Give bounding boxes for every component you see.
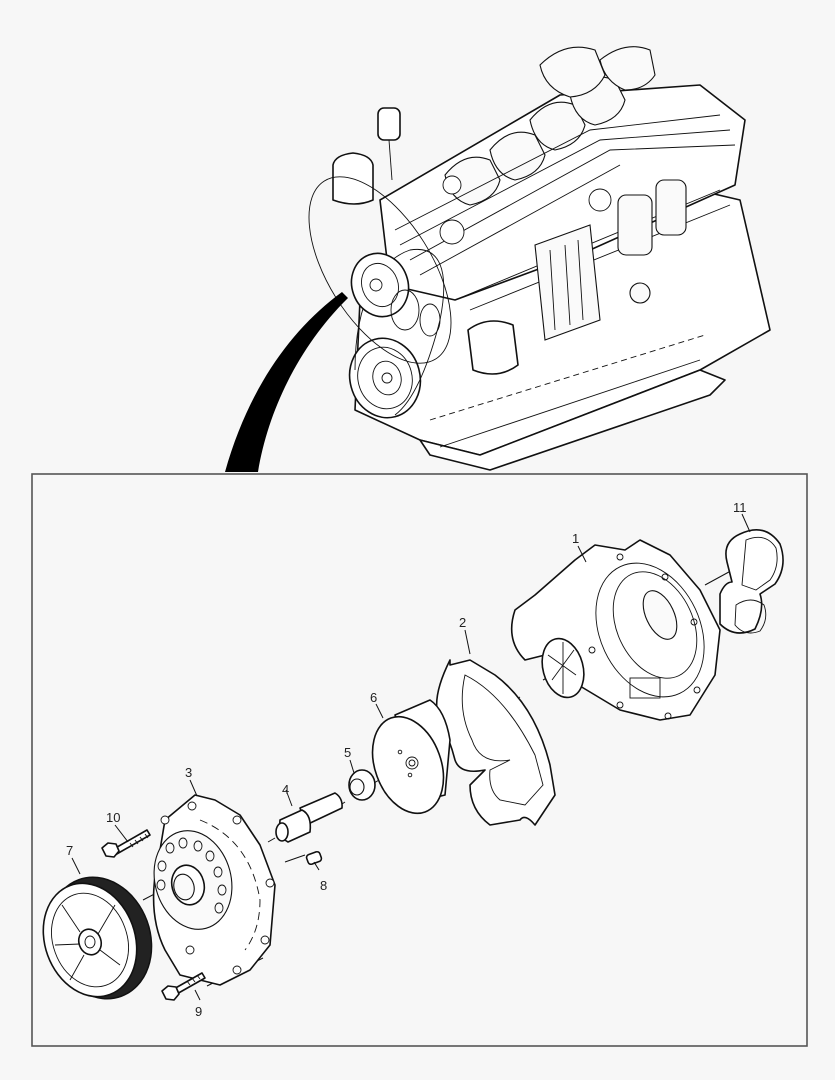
detail-pointer bbox=[225, 292, 348, 472]
part-9-lower-bolt bbox=[161, 972, 206, 1001]
callout-2: 2 bbox=[459, 615, 466, 630]
part-4-shaft-bearing bbox=[275, 792, 343, 843]
part-6-impeller bbox=[371, 699, 451, 815]
part-5-seal bbox=[348, 769, 376, 801]
part-11-seal-gasket bbox=[719, 528, 784, 634]
callout-3: 3 bbox=[185, 765, 192, 780]
part-8-dowel-pin bbox=[305, 850, 323, 866]
callout-leaders bbox=[71, 513, 751, 1001]
callout-5: 5 bbox=[344, 745, 351, 760]
part-1-pump-housing bbox=[510, 539, 721, 721]
callout-labels: 1 2 3 4 5 6 7 8 9 10 11 bbox=[66, 500, 747, 1019]
callout-11: 11 bbox=[733, 500, 747, 515]
callout-8: 8 bbox=[320, 878, 327, 893]
callout-7: 7 bbox=[66, 843, 73, 858]
callout-6: 6 bbox=[370, 690, 377, 705]
engine-overview bbox=[308, 46, 771, 471]
part-10-upper-bolt bbox=[101, 829, 151, 858]
callout-9: 9 bbox=[195, 1004, 202, 1019]
part-3-pump-cover bbox=[152, 794, 276, 986]
part-7-pulley bbox=[42, 876, 153, 1000]
callout-1: 1 bbox=[572, 531, 579, 546]
callout-4: 4 bbox=[282, 782, 289, 797]
callout-10: 10 bbox=[106, 810, 120, 825]
